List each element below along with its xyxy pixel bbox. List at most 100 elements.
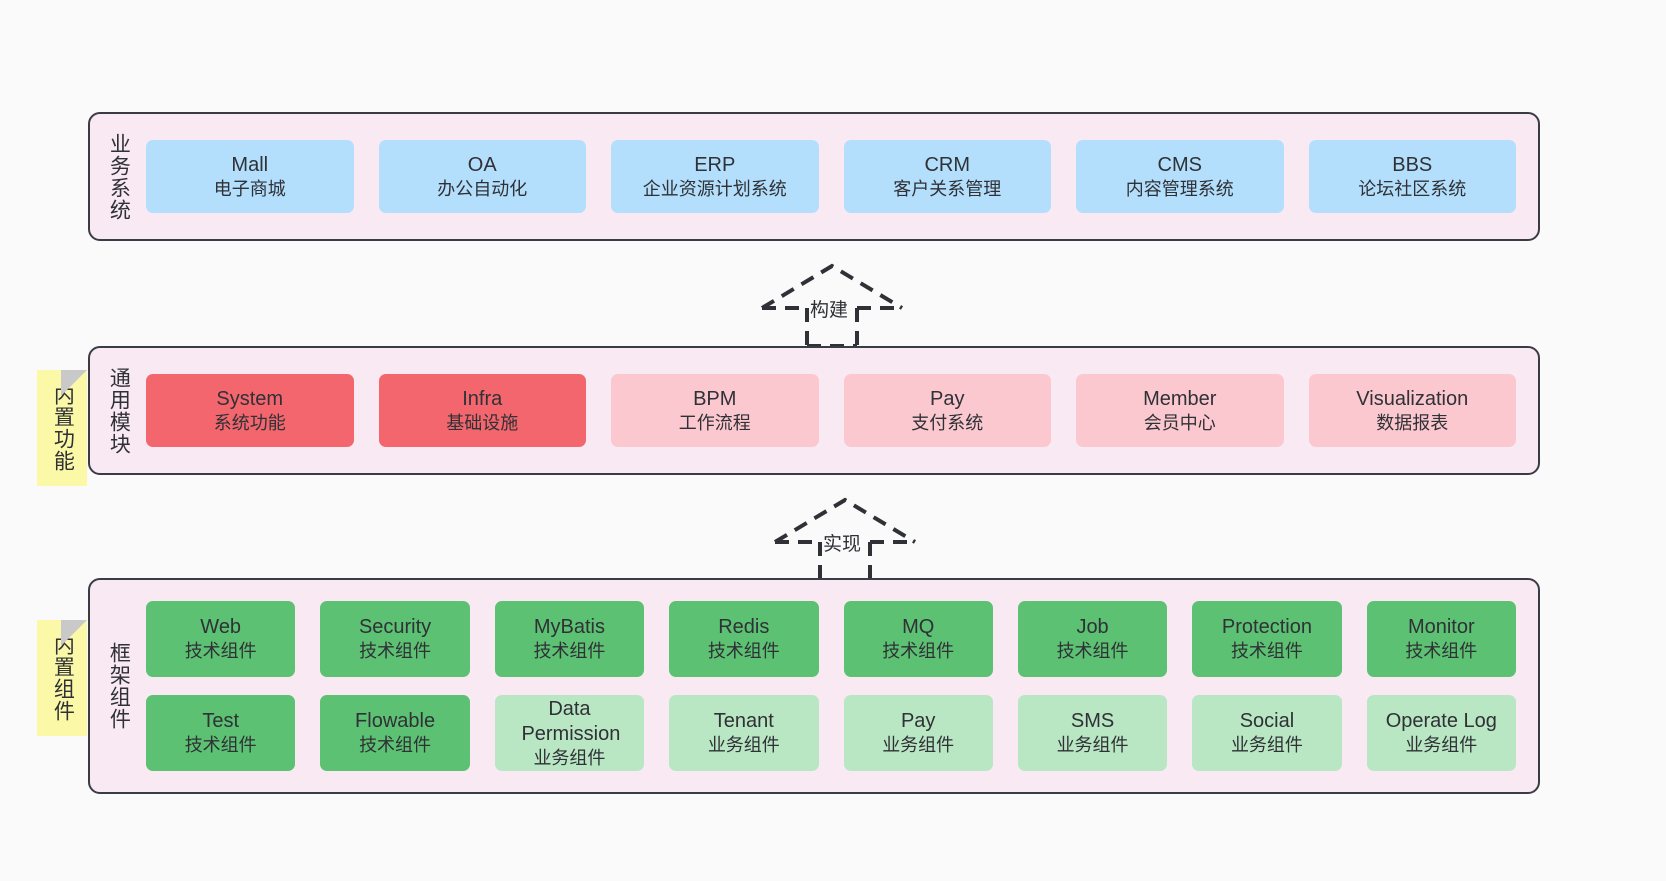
card-subtitle: 业务组件	[1230, 735, 1303, 756]
card-title: Monitor	[1407, 616, 1475, 639]
card-title: Web	[200, 616, 242, 639]
card-row: Web 技术组件 Security 技术组件 MyBatis 技术组件 Redi…	[146, 601, 1516, 677]
card-sms[interactable]: SMS 业务组件	[1017, 695, 1168, 771]
card-title: MQ	[902, 616, 935, 639]
card-protection[interactable]: Protection 技术组件	[1192, 601, 1342, 677]
connector-implement: 实现	[765, 492, 925, 582]
layer-body-business-system: Mall 电子商城 OA 办公自动化 ERP 企业资源计划系统 CRM 客户关系…	[146, 114, 1538, 239]
card-subtitle: 电子商城	[213, 178, 286, 199]
card-data-permission[interactable]: Data Permission 业务组件	[494, 695, 645, 771]
card-subtitle: 技术组件	[184, 641, 257, 662]
card-subtitle: 内容管理系统	[1125, 178, 1234, 199]
card-title: Test	[202, 710, 240, 733]
card-subtitle: 会员中心	[1143, 412, 1216, 433]
card-subtitle: 办公自动化	[437, 178, 528, 199]
card-title: Operate Log	[1385, 710, 1497, 733]
sticky-note-text: 内置组件	[51, 634, 75, 722]
card-row: Mall 电子商城 OA 办公自动化 ERP 企业资源计划系统 CRM 客户关系…	[146, 140, 1516, 213]
card-subtitle: 业务组件	[533, 747, 606, 768]
card-title: Member	[1143, 387, 1217, 410]
card-title: CRM	[924, 153, 971, 176]
card-row: Test 技术组件 Flowable 技术组件 Data Permission …	[146, 695, 1516, 771]
layer-common-module: 通用模块 System 系统功能 Infra 基础设施 BPM 工作流程 Pay…	[88, 346, 1540, 475]
card-mq[interactable]: MQ 技术组件	[843, 601, 993, 677]
card-bpm[interactable]: BPM 工作流程	[611, 374, 819, 447]
card-title: Flowable	[355, 710, 436, 733]
card-subtitle: 客户关系管理	[893, 178, 1002, 199]
card-title: Data Permission	[521, 697, 621, 745]
card-title: Protection	[1221, 616, 1312, 639]
card-subtitle: 业务组件	[1405, 735, 1478, 756]
card-subtitle: 技术组件	[359, 641, 432, 662]
card-pay[interactable]: Pay 支付系统	[843, 374, 1051, 447]
layer-title-business-system: 业务系统	[107, 132, 131, 221]
card-oa[interactable]: OA 办公自动化	[378, 140, 586, 213]
card-title: SMS	[1070, 710, 1115, 733]
connector-label-implement: 实现	[823, 534, 862, 555]
card-cms[interactable]: CMS 内容管理系统	[1076, 140, 1284, 213]
card-title: Job	[1076, 616, 1109, 639]
sticky-note-builtin-component: 内置组件	[37, 620, 87, 736]
card-social[interactable]: Social 业务组件	[1192, 695, 1342, 771]
card-tenant[interactable]: Tenant 业务组件	[669, 695, 819, 771]
card-subtitle: 企业资源计划系统	[642, 178, 787, 199]
card-subtitle: 支付系统	[911, 412, 984, 433]
card-subtitle: 业务组件	[1056, 735, 1129, 756]
card-visualization[interactable]: Visualization 数据报表	[1308, 374, 1516, 447]
card-subtitle: 论坛社区系统	[1358, 178, 1467, 199]
card-title: Tenant	[713, 710, 774, 733]
card-subtitle: 技术组件	[1405, 641, 1478, 662]
layer-business-system: 业务系统 Mall 电子商城 OA 办公自动化 ERP 企业资源计划系统 CRM…	[88, 112, 1540, 241]
card-web[interactable]: Web 技术组件	[146, 601, 296, 677]
card-test[interactable]: Test 技术组件	[146, 695, 296, 771]
layer-body-framework-component: Web 技术组件 Security 技术组件 MyBatis 技术组件 Redi…	[146, 580, 1538, 792]
card-title: Social	[1239, 710, 1295, 733]
card-mybatis[interactable]: MyBatis 技术组件	[494, 601, 645, 677]
card-subtitle: 数据报表	[1376, 412, 1449, 433]
sticky-note-builtin-function: 内置功能	[37, 370, 87, 486]
card-subtitle: 业务组件	[882, 735, 955, 756]
card-member[interactable]: Member 会员中心	[1076, 374, 1284, 447]
card-subtitle: 技术组件	[184, 735, 257, 756]
card-title: BPM	[693, 387, 737, 410]
card-operate-log[interactable]: Operate Log 业务组件	[1366, 695, 1516, 771]
layer-framework-component: 框架组件 Web 技术组件 Security 技术组件 MyBatis 技术组件…	[88, 578, 1540, 794]
card-infra[interactable]: Infra 基础设施	[378, 374, 586, 447]
card-title: Security	[358, 616, 432, 639]
card-crm[interactable]: CRM 客户关系管理	[843, 140, 1051, 213]
card-mall[interactable]: Mall 电子商城	[146, 140, 354, 213]
card-pay-component[interactable]: Pay 业务组件	[843, 695, 993, 771]
card-title: Infra	[462, 387, 503, 410]
card-erp[interactable]: ERP 企业资源计划系统	[611, 140, 819, 213]
sticky-note-text: 内置功能	[51, 384, 75, 472]
card-system[interactable]: System 系统功能	[146, 374, 354, 447]
card-subtitle: 技术组件	[1230, 641, 1303, 662]
card-title: MyBatis	[533, 616, 605, 639]
card-row: System 系统功能 Infra 基础设施 BPM 工作流程 Pay 支付系统…	[146, 374, 1516, 447]
card-subtitle: 系统功能	[213, 412, 286, 433]
card-subtitle: 技术组件	[533, 641, 606, 662]
layer-title-common-module: 通用模块	[107, 366, 131, 455]
card-title: ERP	[694, 153, 736, 176]
card-subtitle: 技术组件	[359, 735, 432, 756]
layer-title-framework-component: 框架组件	[107, 642, 131, 730]
card-title: Visualization	[1356, 387, 1469, 410]
card-title: BBS	[1392, 153, 1433, 176]
card-flowable[interactable]: Flowable 技术组件	[320, 695, 470, 771]
card-subtitle: 业务组件	[707, 735, 780, 756]
card-job[interactable]: Job 技术组件	[1017, 601, 1168, 677]
card-redis[interactable]: Redis 技术组件	[669, 601, 819, 677]
card-title: Mall	[231, 153, 269, 176]
card-title: Redis	[718, 616, 770, 639]
card-title: Pay	[930, 387, 965, 410]
card-monitor[interactable]: Monitor 技术组件	[1366, 601, 1516, 677]
card-subtitle: 工作流程	[678, 412, 751, 433]
card-subtitle: 技术组件	[707, 641, 780, 662]
connector-build: 构建	[752, 258, 912, 348]
card-subtitle: 技术组件	[1056, 641, 1129, 662]
card-security[interactable]: Security 技术组件	[320, 601, 470, 677]
card-title: System	[216, 387, 284, 410]
card-bbs[interactable]: BBS 论坛社区系统	[1308, 140, 1516, 213]
layer-body-common-module: System 系统功能 Infra 基础设施 BPM 工作流程 Pay 支付系统…	[146, 348, 1538, 473]
